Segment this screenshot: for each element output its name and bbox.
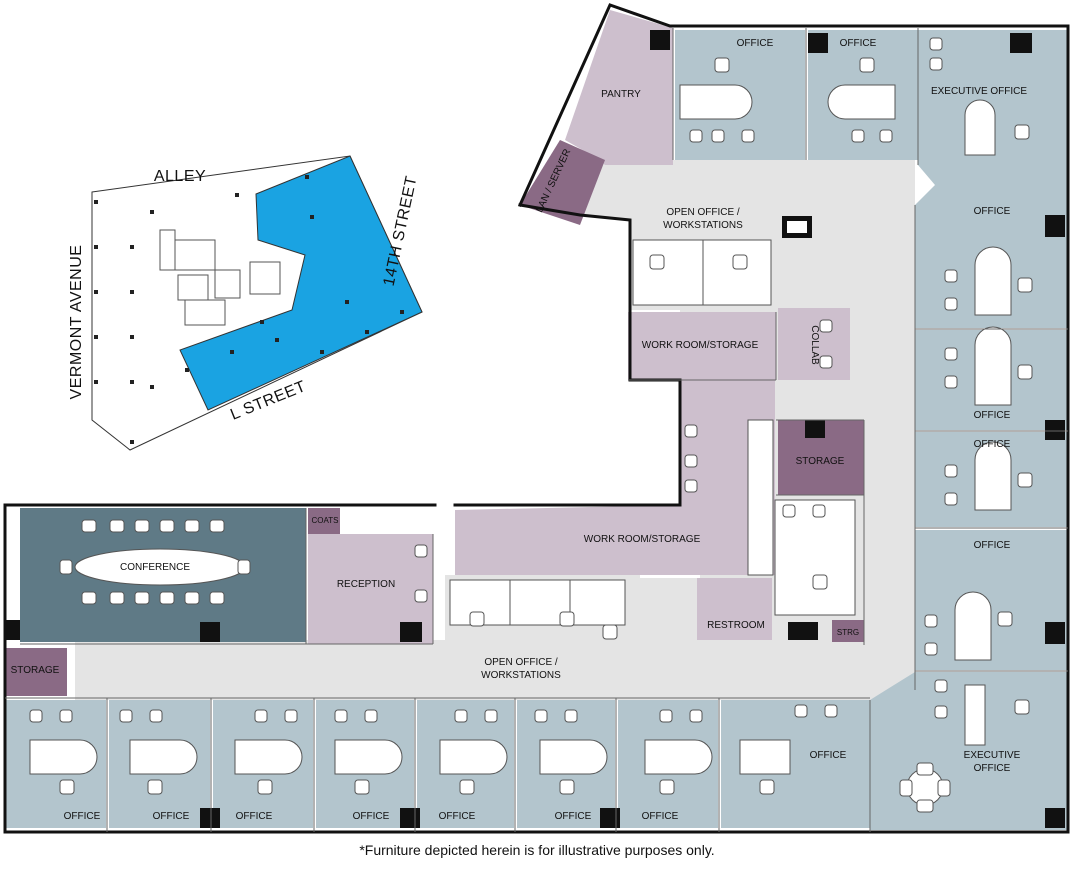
screen-inset [787,221,807,233]
executive-office-bottom-label-1: EXECUTIVE [964,750,1021,761]
office-bottom-3-label: OFFICE [236,811,273,822]
office-bottom-5-label: OFFICE [439,811,476,822]
key-plan-alley-label: ALLEY [154,168,206,185]
open-office-top-label-2: WORKSTATIONS [663,220,743,231]
key-plan-14th-label: 14TH STREET [381,174,421,287]
collab-label: COLLAB [809,325,820,365]
strg-label: STRG [837,628,859,637]
furniture-disclaimer: *Furniture depicted herein is for illust… [359,842,714,858]
strg-room [832,620,864,642]
open-office-top-label-1: OPEN OFFICE / [666,207,740,218]
pantry-label: PANTRY [601,89,641,100]
collab-room [778,308,850,380]
key-plan-columns [94,175,404,444]
coats-label: COATS [312,516,339,525]
open-office-bottom-label-2: WORKSTATIONS [481,670,561,681]
office-right-1-label: OFFICE [974,206,1011,217]
office-bottom-1-label: OFFICE [64,811,101,822]
storage-left-label: STORAGE [11,665,60,676]
work-room-storage-1-label: WORK ROOM/STORAGE [642,340,759,351]
workstations [449,239,856,626]
work-room-storage-1-room [628,312,776,380]
executive-office-top-label: EXECUTIVE OFFICE [931,86,1027,97]
restroom-label: RESTROOM [707,620,765,631]
open-office-bottom-label-1: OPEN OFFICE / [484,657,558,668]
office-bottom-2-label: OFFICE [153,811,190,822]
desks [29,84,1012,806]
office-right-4-label: OFFICE [974,540,1011,551]
key-plan-highlighted-suite [179,155,423,411]
office-bottom-4-label: OFFICE [353,811,390,822]
key-plan: ALLEY VERMONT AVENUE 14TH STREET L STREE… [68,155,423,451]
key-plan-core [159,229,281,326]
office-right-2-label: OFFICE [974,410,1011,421]
office-bottom-8-label: OFFICE [810,750,847,761]
work-room-storage-2-room [455,380,775,575]
office-bottom-7-label: OFFICE [642,811,679,822]
partitions [5,28,1068,832]
executive-office-bottom-label-2: OFFICE [974,763,1011,774]
chairs [29,37,1033,813]
office-top-1-label: OFFICE [737,38,774,49]
conference-label: CONFERENCE [120,562,190,573]
storage-mid-label: STORAGE [796,456,845,467]
office-top-2-label: OFFICE [840,38,877,49]
lan-server-room [520,140,605,225]
key-plan-vermont-label: VERMONT AVENUE [68,245,85,400]
storage-left-room [5,648,67,696]
restroom-room [697,578,772,640]
office-right-3-label: OFFICE [974,439,1011,450]
coats-room [308,508,340,534]
work-room-storage-2-label: WORK ROOM/STORAGE [584,534,701,545]
reception-label: RECEPTION [337,579,395,590]
office-bottom-6-label: OFFICE [555,811,592,822]
pantry-room [565,10,673,165]
